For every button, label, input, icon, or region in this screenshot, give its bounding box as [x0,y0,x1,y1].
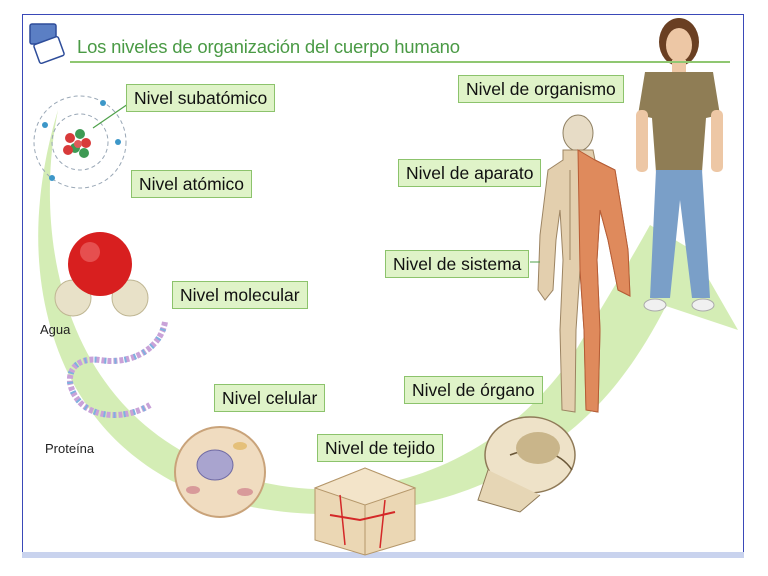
label-organism-level: Nivel de organismo [458,75,624,103]
atom-icon [33,95,129,189]
label-tissue-level: Nivel de tejido [317,434,443,462]
label-apparatus-level: Nivel de aparato [398,159,542,187]
label-molecular-level: Nivel molecular [172,281,308,309]
water-molecule-icon [54,232,149,317]
human-anatomy-icon [530,114,631,413]
label-system-level: Nivel de sistema [385,250,530,278]
slide-bottom-bar [22,552,744,558]
skull-icon [477,416,576,513]
stacked-pages-icon [29,23,65,65]
label-atomic-level: Nivel atómico [131,170,253,198]
label-subatomic-level: Nivel subatómico [126,84,276,112]
label-organ-level: Nivel de órgano [404,376,543,404]
slide-title: Los niveles de organización del cuerpo h… [77,36,460,57]
woman-organism-icon [636,18,723,312]
organization-arrow [38,110,739,515]
caption-protein: Proteína [45,441,95,456]
caption-water: Agua [40,322,71,337]
protein-chain-icon [67,321,168,418]
label-cellular-level: Nivel celular [214,384,326,412]
tissue-block-icon [313,467,417,556]
title-underline [70,61,730,63]
cell-icon [174,426,266,518]
